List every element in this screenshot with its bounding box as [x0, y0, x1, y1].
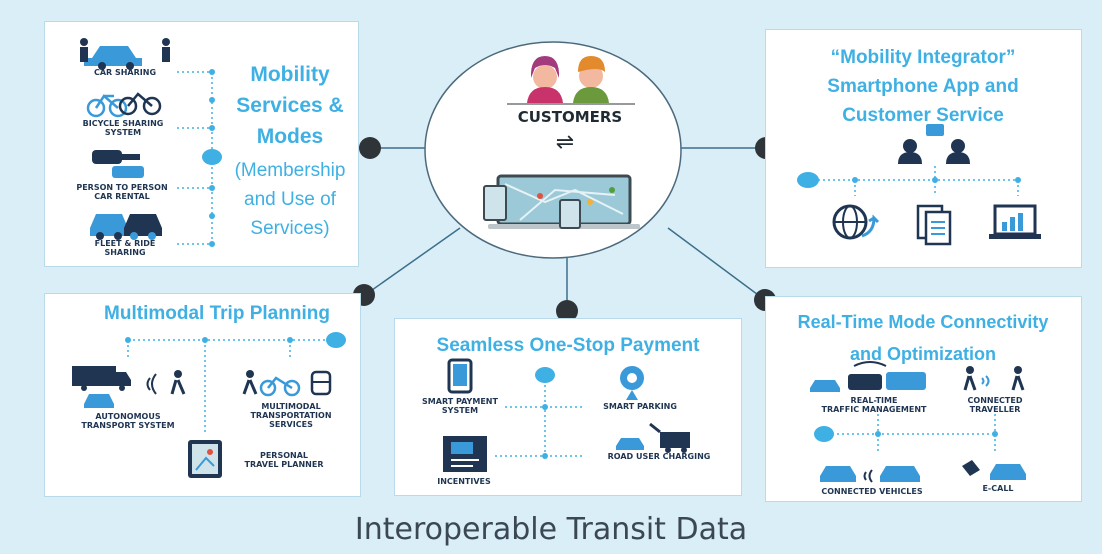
connected-vehicles-icon [820, 466, 920, 483]
traffic-icon [810, 361, 926, 392]
connector-dot-left [359, 137, 381, 159]
documents-icon [916, 204, 952, 246]
ecall-label: E-CALL [982, 484, 1014, 493]
realtime-panel [765, 296, 1082, 502]
connector-dot-bottom-center [556, 300, 578, 322]
connected-vehicles-label: CONNECTED VEHICLES [821, 487, 923, 496]
exchange-arrows-icon: ⇌ [555, 130, 575, 155]
tablet-map-icon [188, 440, 222, 478]
laptop-chart-icon [989, 204, 1041, 239]
car-sharing-label: CAR SHARING [93, 68, 157, 77]
users-icon [898, 124, 970, 164]
car-sharing-icon [80, 38, 170, 70]
incentives-icon [443, 436, 487, 472]
smart-payment-icon [447, 358, 473, 394]
connector-line-bottom-right [667, 227, 766, 301]
footer-caption: Interoperable Transit Data [354, 512, 748, 547]
multimodal-icon [242, 370, 332, 397]
smart-parking-label: SMART PARKING [603, 402, 677, 411]
road-charging-icon [616, 422, 690, 453]
globe-icon [832, 204, 880, 240]
bicycle-icon [86, 92, 162, 118]
laptop-map-icon [483, 174, 640, 229]
customers-icon [527, 56, 609, 103]
car-key-icon [92, 150, 144, 178]
traveller-icon [963, 366, 1025, 391]
trip-planning-title: Multimodal Trip Planning [104, 303, 330, 324]
autonomous-icon [72, 366, 186, 408]
road-charging-label: ROAD USER CHARGING [607, 452, 711, 461]
ecall-icon [962, 460, 1026, 480]
customers-label: CUSTOMERS [517, 108, 623, 126]
parking-icon [620, 366, 644, 400]
fleet-icon [90, 214, 162, 240]
connector-line-bottom-left [364, 227, 461, 296]
payment-title: Seamless One-Stop Payment [436, 335, 700, 356]
incentives-label: INCENTIVES [437, 477, 491, 486]
